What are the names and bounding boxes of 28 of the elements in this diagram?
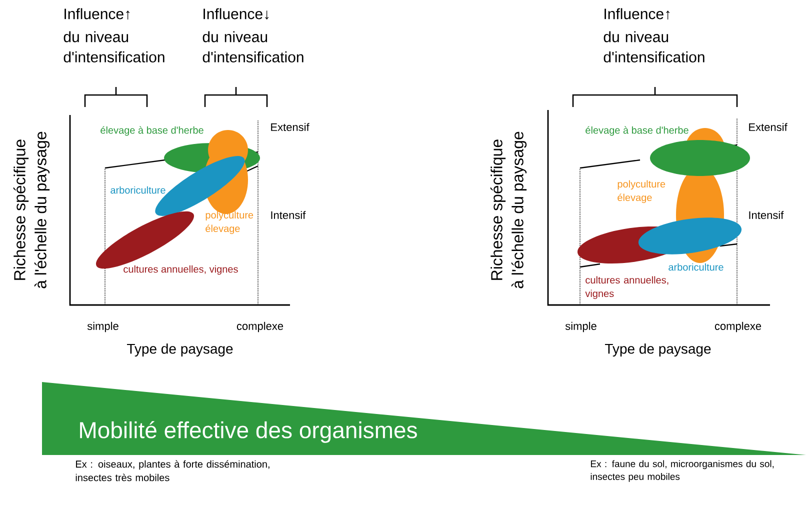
region-label: élevage à base d'herbe — [586, 126, 688, 136]
region-label: polyculture élevage — [618, 180, 666, 204]
axis-title: Richesse spécifique — [13, 140, 29, 280]
intensity-label: Extensif — [749, 122, 788, 132]
axis-title: à l'échelle du paysage — [34, 132, 50, 288]
tick-label: complexe — [236, 322, 284, 332]
region-label: cultures annuelles, vignes — [585, 276, 668, 300]
intensity-label: Intensif — [271, 210, 306, 220]
axis-title: à l'échelle du paysage — [511, 132, 527, 288]
intensity-label: Intensif — [749, 210, 784, 220]
wedge-band: Mobilité effective des organismes — [42, 382, 806, 455]
axis-title: Type de paysage — [127, 343, 233, 357]
influence-heading: du niveau d'intensification — [202, 31, 304, 62]
tick-label: simple — [87, 322, 118, 332]
influence-heading: du niveau d'intensification — [64, 31, 164, 62]
influence-heading: du niveau d'intensification — [604, 31, 704, 62]
region-label: arboriculture — [668, 263, 724, 271]
influence-heading: Influence↑ — [64, 8, 130, 20]
intensity-label: Extensif — [271, 122, 310, 132]
tick-label: simple — [565, 322, 596, 332]
tick-label: complexe — [714, 322, 762, 332]
axis-title: Richesse spécifique — [490, 140, 506, 280]
region-label: élevage à base d'herbe — [100, 126, 204, 136]
region-label: cultures annuelles, vignes — [124, 265, 238, 275]
axis-title: Type de paysage — [605, 343, 711, 357]
region-label: arboriculture — [110, 186, 166, 194]
influence-heading: Influence↑ — [604, 8, 670, 20]
influence-heading: Influence↓ — [204, 8, 269, 20]
